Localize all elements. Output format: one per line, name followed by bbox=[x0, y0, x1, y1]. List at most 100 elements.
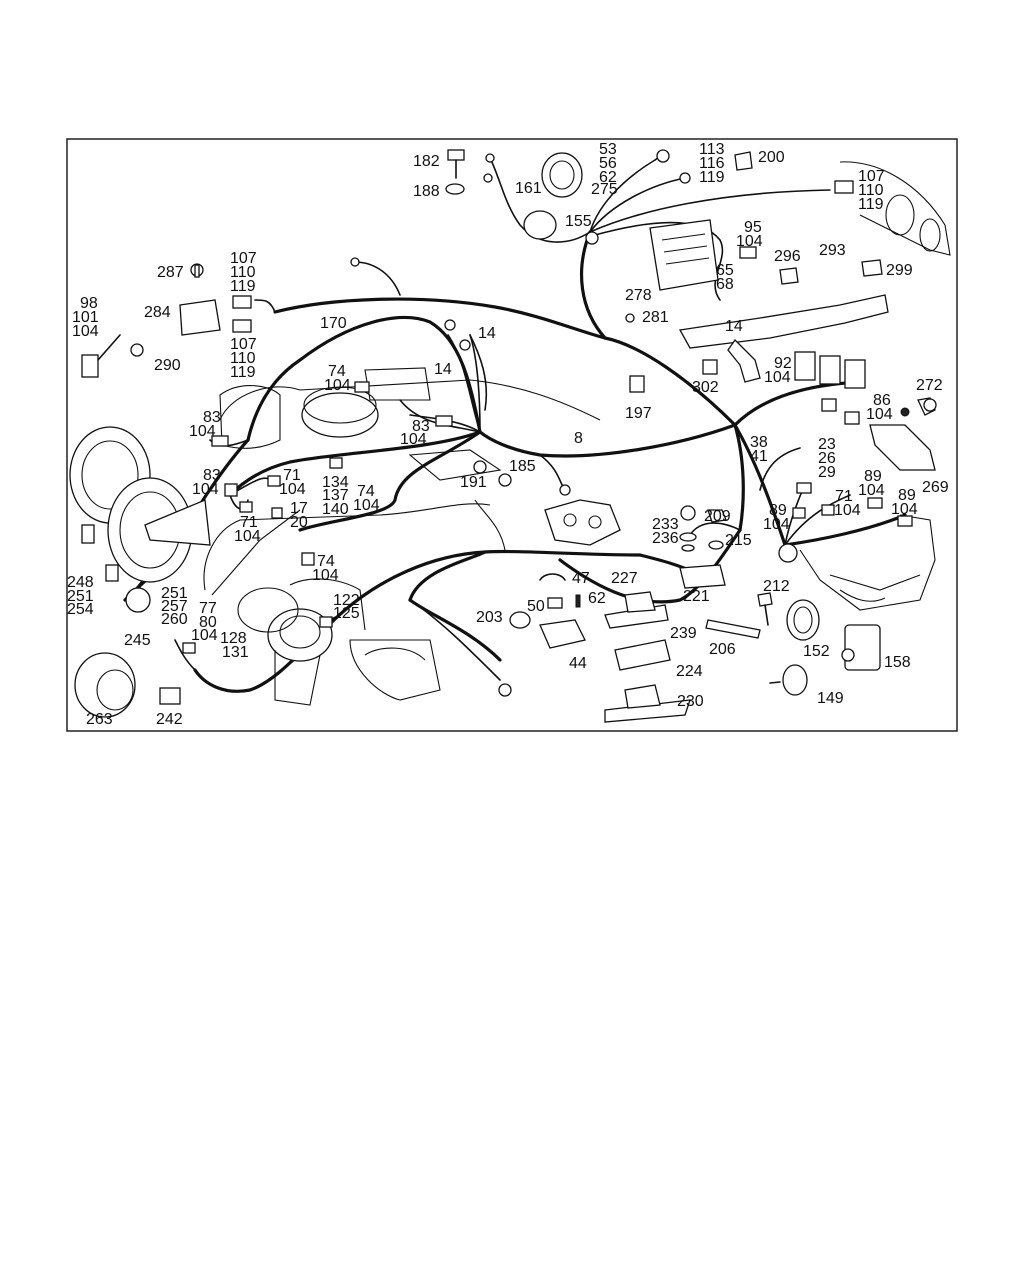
callout-269: 269 bbox=[922, 479, 949, 496]
callout-119: 119 bbox=[230, 364, 256, 381]
callout-230: 230 bbox=[677, 693, 704, 710]
callout-14: 14 bbox=[434, 361, 452, 378]
callout-53: 53 bbox=[599, 141, 617, 158]
boot-155 bbox=[523, 210, 557, 240]
engine-block bbox=[203, 367, 601, 701]
callout-104: 104 bbox=[192, 481, 219, 498]
callout-104: 104 bbox=[858, 482, 885, 499]
callout-155: 155 bbox=[565, 213, 592, 230]
callout-242: 242 bbox=[156, 711, 183, 728]
callout-287: 287 bbox=[157, 264, 184, 281]
callout-86: 86 bbox=[873, 392, 891, 409]
callout-77: 77 bbox=[199, 600, 217, 617]
callout-233: 233 bbox=[652, 516, 679, 533]
callout-251: 251 bbox=[67, 588, 94, 605]
callout-104: 104 bbox=[400, 431, 427, 448]
callout-239: 239 bbox=[670, 625, 697, 642]
callout-23: 23 bbox=[818, 436, 836, 453]
callout-248: 248 bbox=[67, 574, 94, 591]
callout-104: 104 bbox=[324, 377, 351, 394]
callout-116: 116 bbox=[699, 155, 725, 172]
callout-62: 62 bbox=[588, 590, 606, 607]
relay-block bbox=[794, 351, 866, 389]
callout-203: 203 bbox=[476, 609, 503, 626]
callout-224: 224 bbox=[676, 663, 703, 680]
callout-68: 68 bbox=[716, 276, 734, 293]
callout-197: 197 bbox=[625, 405, 652, 422]
connector-44 bbox=[539, 619, 586, 649]
nut-209 bbox=[707, 509, 727, 550]
wiring-harness bbox=[123, 230, 907, 693]
callout-14: 14 bbox=[478, 325, 496, 342]
callout-104: 104 bbox=[834, 502, 861, 519]
callout-152: 152 bbox=[803, 643, 830, 660]
strap-206 bbox=[705, 619, 761, 639]
callout-221: 221 bbox=[683, 588, 710, 605]
callout-89: 89 bbox=[769, 502, 787, 519]
callout-62: 62 bbox=[599, 169, 617, 186]
callout-107: 107 bbox=[230, 250, 257, 267]
callout-119: 119 bbox=[699, 169, 725, 186]
callout-14: 14 bbox=[725, 318, 743, 335]
callout-113: 113 bbox=[699, 141, 725, 158]
callout-41: 41 bbox=[750, 448, 768, 465]
ignition-coil-161 bbox=[541, 152, 583, 198]
callout-labels: 182 188 161 53 56 62 275 155 113 116 119… bbox=[67, 141, 949, 728]
callout-110: 110 bbox=[230, 350, 256, 367]
callout-65: 65 bbox=[716, 262, 734, 279]
callout-122: 122 bbox=[333, 592, 360, 609]
fuse-box bbox=[649, 219, 719, 291]
callout-260: 260 bbox=[161, 611, 188, 628]
callout-74: 74 bbox=[317, 553, 335, 570]
distributor-cap bbox=[544, 499, 621, 546]
callout-284: 284 bbox=[144, 304, 171, 321]
callout-227: 227 bbox=[611, 570, 638, 587]
callout-125: 125 bbox=[333, 605, 360, 622]
callout-83: 83 bbox=[203, 409, 221, 426]
callout-95: 95 bbox=[744, 219, 762, 236]
callout-161: 161 bbox=[515, 180, 542, 197]
callout-71: 71 bbox=[240, 514, 258, 531]
horn bbox=[74, 652, 136, 718]
callout-56: 56 bbox=[599, 155, 617, 172]
callout-83: 83 bbox=[203, 467, 221, 484]
callout-80: 80 bbox=[199, 614, 217, 631]
callout-83: 83 bbox=[412, 418, 430, 435]
bracket-227 bbox=[604, 591, 669, 629]
callout-98: 98 bbox=[80, 295, 98, 312]
callout-254: 254 bbox=[67, 601, 94, 618]
callout-104: 104 bbox=[736, 233, 763, 250]
callout-107: 107 bbox=[858, 168, 885, 185]
callout-104: 104 bbox=[279, 481, 306, 498]
callout-89: 89 bbox=[898, 487, 916, 504]
connector-221 bbox=[679, 564, 726, 589]
cap-149 bbox=[769, 664, 808, 696]
crossmember-tube bbox=[678, 294, 889, 383]
callout-158: 158 bbox=[884, 654, 911, 671]
callout-110: 110 bbox=[230, 264, 256, 281]
callout-140: 140 bbox=[322, 501, 349, 518]
callout-170: 170 bbox=[320, 315, 347, 332]
callout-26: 26 bbox=[818, 450, 836, 467]
callout-257: 257 bbox=[161, 598, 188, 615]
callout-119: 119 bbox=[230, 278, 256, 295]
callout-104: 104 bbox=[189, 423, 216, 440]
callout-104: 104 bbox=[763, 516, 790, 533]
callout-200: 200 bbox=[758, 149, 785, 166]
sensor-47 bbox=[539, 573, 581, 609]
relay-158 bbox=[841, 624, 881, 671]
callout-71: 71 bbox=[835, 488, 853, 505]
callout-188: 188 bbox=[413, 183, 440, 200]
callout-131: 131 bbox=[222, 644, 249, 661]
callout-8: 8 bbox=[574, 430, 583, 447]
oil-pan bbox=[799, 514, 936, 611]
relay-284 bbox=[179, 263, 221, 336]
nut-203 bbox=[509, 611, 531, 629]
callout-290: 290 bbox=[154, 357, 181, 374]
callout-74: 74 bbox=[328, 363, 346, 380]
callout-137: 137 bbox=[322, 487, 349, 504]
callout-149: 149 bbox=[817, 690, 844, 707]
callout-119: 119 bbox=[858, 196, 884, 213]
control-unit-224 bbox=[614, 639, 671, 671]
